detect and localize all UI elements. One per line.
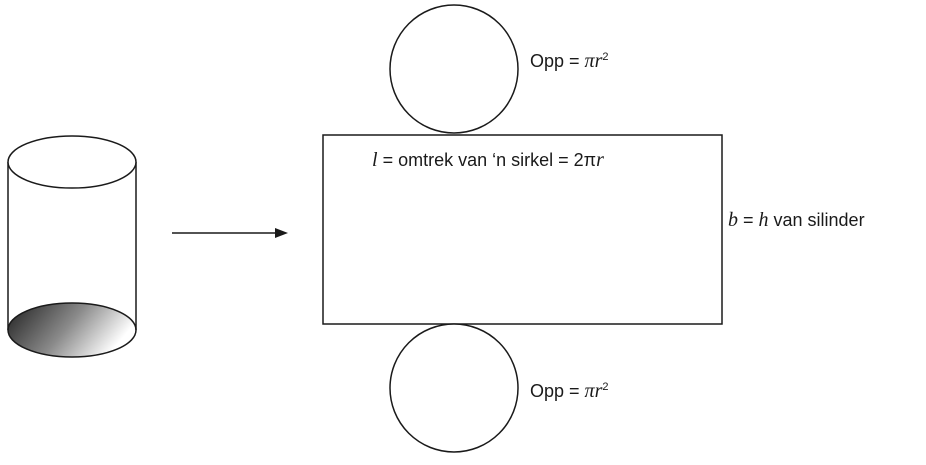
net-bottom-circle — [389, 323, 519, 453]
rectangle-breadth-label: b = h van silinder — [728, 210, 865, 230]
length-tail: r — [596, 149, 604, 171]
cylinder-base-ellipse — [7, 302, 137, 358]
bottom-area-exponent: 2 — [602, 381, 609, 393]
cylinder — [7, 135, 137, 358]
breadth-variable-h: h — [758, 209, 769, 231]
bottom-area-symbol: πr — [584, 380, 603, 402]
breadth-variable: b — [728, 209, 738, 231]
rectangle-length-label: l = omtrek van ‘n sirkel = 2πr — [372, 150, 604, 170]
top-area-exponent: 2 — [602, 51, 609, 63]
net-rectangle — [322, 134, 723, 325]
bottom-area-prefix: Opp = — [530, 381, 585, 401]
length-variable: l — [372, 149, 378, 171]
cylinder-top-ellipse — [7, 135, 137, 189]
arrow — [172, 228, 288, 238]
arrow-head — [275, 228, 288, 238]
length-text: = omtrek van ‘n sirkel = 2π — [377, 150, 597, 170]
breadth-eq: = — [738, 210, 759, 230]
net-top-circle — [389, 4, 519, 134]
breadth-text: van silinder — [768, 210, 865, 230]
top-area-prefix: Opp = — [530, 51, 585, 71]
top-area-symbol: πr — [584, 50, 603, 72]
top-circle-area-label: Opp = πr2 — [530, 51, 608, 71]
bottom-circle-area-label: Opp = πr2 — [530, 381, 608, 401]
